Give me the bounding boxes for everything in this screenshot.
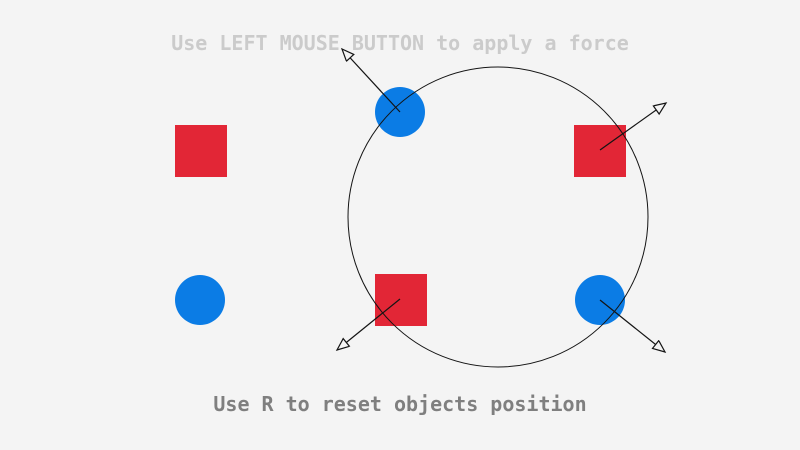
force-arrow-blue-ball-bottom-right xyxy=(599,299,665,352)
red-box-bottom-middle[interactable] xyxy=(375,274,427,326)
boundary-circle-outline xyxy=(347,66,649,368)
instruction-apply-force: Use LEFT MOUSE BUTTON to apply a force xyxy=(171,31,629,55)
blue-ball-bottom-left[interactable] xyxy=(175,275,225,325)
red-box-top-right[interactable] xyxy=(574,125,626,177)
red-box-left[interactable] xyxy=(175,125,227,177)
force-arrow-red-box-bottom-middle xyxy=(337,298,401,350)
force-arrow-blue-ball-top xyxy=(342,49,401,113)
force-arrow-red-box-top-right xyxy=(599,103,666,151)
instruction-reset-objects: Use R to reset objects position xyxy=(213,392,587,416)
